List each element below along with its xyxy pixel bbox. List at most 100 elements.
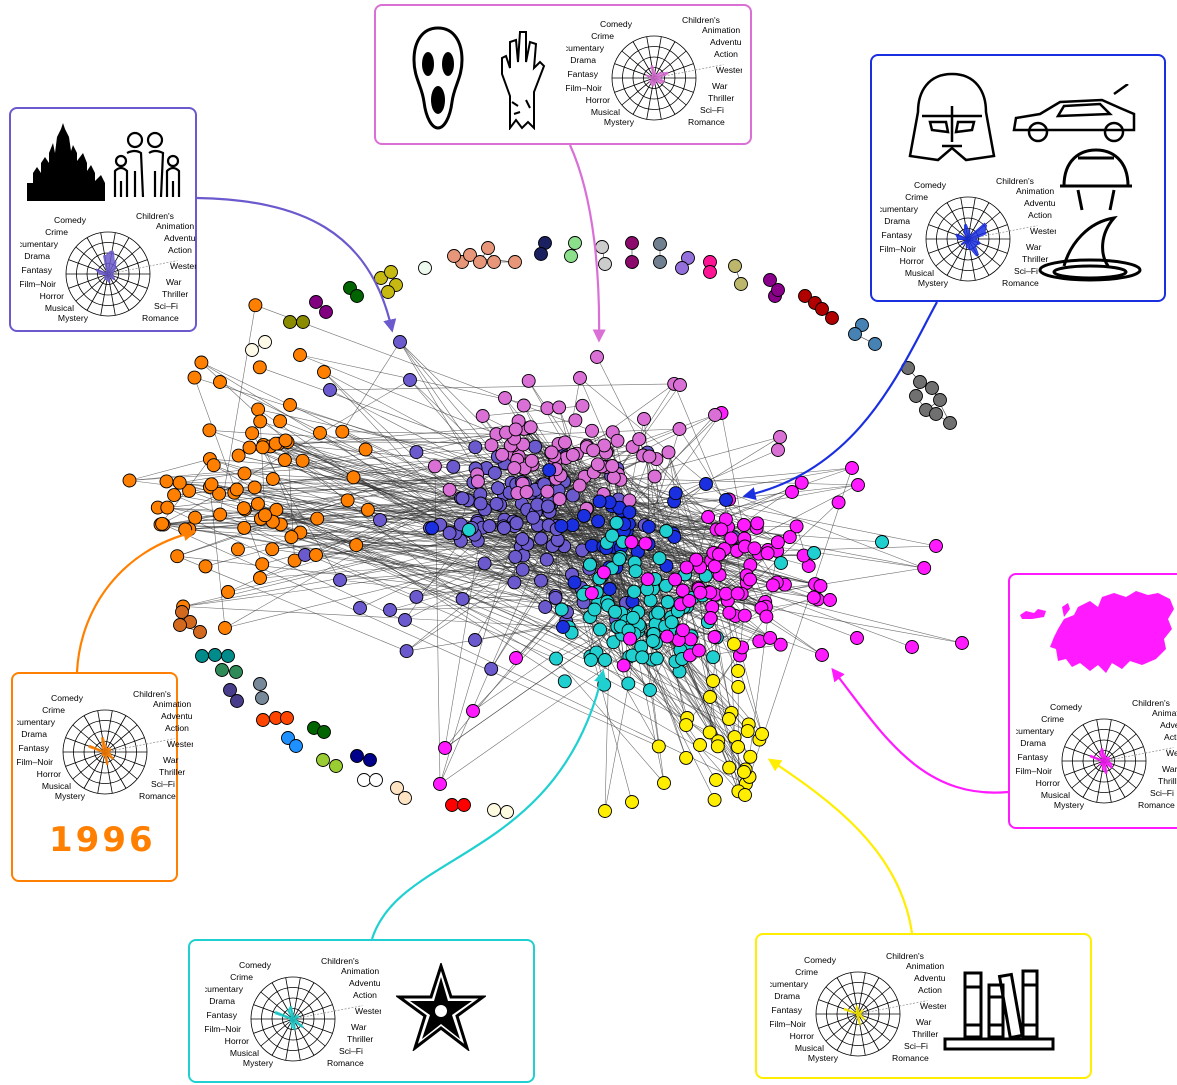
graph-edge xyxy=(259,556,542,579)
callout-arrow-orchid xyxy=(568,144,606,343)
genre-label: Musical xyxy=(905,268,934,278)
graph-node-orange xyxy=(255,557,270,572)
genre-label: Crime xyxy=(230,972,253,982)
graph-node-cyan xyxy=(875,535,889,549)
graph-node-orange xyxy=(253,571,267,585)
genre-label: Action xyxy=(1028,210,1052,220)
genre-label: Mystery xyxy=(1054,800,1085,810)
graph-edge xyxy=(616,468,762,609)
graph-edge xyxy=(581,601,739,748)
genre-label: Romance xyxy=(1138,800,1175,810)
graph-node-orchid xyxy=(558,435,572,450)
graph-node-orchid xyxy=(540,484,555,499)
genre-label: Adventure xyxy=(1160,720,1177,730)
genre-label: Musical xyxy=(230,1048,259,1058)
graph-node-orchid xyxy=(475,409,490,423)
graph-edge xyxy=(260,421,556,597)
graph-node-purple xyxy=(477,556,492,571)
graph-edge xyxy=(535,493,774,586)
graph-node-orchid xyxy=(771,443,785,457)
graph-edge xyxy=(209,430,253,434)
graph-node-magenta xyxy=(743,572,757,587)
graph-edge xyxy=(596,356,663,488)
genre-label: Drama xyxy=(570,55,596,65)
radar-grid xyxy=(815,971,928,1057)
graph-node-cyan xyxy=(621,676,636,691)
graph-node-cyan xyxy=(598,653,612,667)
graph-node-small xyxy=(230,694,244,708)
genre-label: Mystery xyxy=(243,1058,274,1068)
callout-arrow-cyan xyxy=(370,669,608,940)
graph-node-orange xyxy=(187,370,202,385)
graph-node-orchid xyxy=(672,422,687,436)
graph-node-orchid xyxy=(661,445,676,460)
graph-node-small xyxy=(675,261,689,275)
genre-label: Romance xyxy=(327,1058,364,1068)
graph-edge xyxy=(163,524,736,617)
graph-edge xyxy=(129,452,562,481)
graph-node-orange xyxy=(245,426,260,441)
graph-node-cyan xyxy=(628,564,643,579)
graph-node-magenta xyxy=(668,572,683,587)
graph-node-yellow xyxy=(743,749,758,764)
graph-node-orange xyxy=(277,453,292,467)
bookshelf-icon xyxy=(943,969,1055,1051)
graph-node-yellow xyxy=(731,664,745,678)
radar-chart-orchid: Children'sAnimationAdventureActionWester… xyxy=(566,15,742,127)
graph-node-orange xyxy=(283,398,297,412)
genre-label: Fantasy xyxy=(18,743,49,753)
graph-node-orange xyxy=(204,477,219,492)
graph-node-magenta xyxy=(815,648,829,662)
genre-label: Action xyxy=(353,990,377,1000)
graph-node-magenta xyxy=(737,608,752,623)
radar-shape-cyan xyxy=(274,1006,304,1030)
graph-node-purple xyxy=(497,521,512,535)
genre-label: Film–Noir xyxy=(566,83,602,93)
graph-node-purple xyxy=(541,499,555,514)
genre-label: Action xyxy=(165,723,189,733)
graph-node-yellow xyxy=(740,724,755,739)
graph-node-small xyxy=(473,255,487,269)
graph-node-orange xyxy=(172,475,187,490)
genre-label: Drama xyxy=(774,991,800,1001)
graph-node-orchid xyxy=(568,413,583,428)
graph-node-cyan xyxy=(643,683,657,697)
graph-node-small xyxy=(848,327,862,341)
graph-node-small xyxy=(193,625,207,639)
graph-node-magenta xyxy=(689,552,704,567)
graph-node-purple xyxy=(538,600,553,614)
graph-edge xyxy=(244,527,557,659)
genre-label: Animation xyxy=(156,221,194,231)
graph-edge xyxy=(472,611,616,712)
genre-label: Thriller xyxy=(1158,776,1177,786)
graph-edge xyxy=(259,421,266,516)
graph-edge xyxy=(342,431,538,526)
graph-node-magenta xyxy=(724,531,739,546)
graph-node-orchid xyxy=(586,443,601,458)
graph-node-blue xyxy=(577,508,591,523)
graph-node-orchid xyxy=(524,453,539,468)
graph-node-purple xyxy=(353,601,367,615)
genre-label: Fantasy xyxy=(771,1005,802,1015)
graph-node-orange xyxy=(265,542,280,557)
graph-node-small xyxy=(763,273,777,287)
genre-label: Western xyxy=(716,65,742,75)
genre-label: Adventure xyxy=(1024,198,1056,208)
graph-node-small xyxy=(703,265,717,279)
graph-node-magenta xyxy=(584,586,599,601)
graph-node-orange xyxy=(237,520,252,535)
graph-node-blue xyxy=(719,493,733,507)
graph-node-small xyxy=(390,781,404,795)
graph-node-small xyxy=(229,665,243,679)
graph-edge xyxy=(439,511,522,785)
graph-edge xyxy=(685,616,767,726)
graph-node-yellow xyxy=(709,773,723,787)
genre-label: Thriller xyxy=(1022,254,1048,264)
graph-node-purple xyxy=(468,633,482,647)
genre-label: Comedy xyxy=(600,19,633,29)
genre-label: Western xyxy=(920,1001,946,1011)
graph-node-orchid xyxy=(773,430,787,444)
graph-node-small xyxy=(316,753,330,767)
graph-node-cyan xyxy=(660,595,675,609)
graph-node-purple xyxy=(409,445,424,460)
